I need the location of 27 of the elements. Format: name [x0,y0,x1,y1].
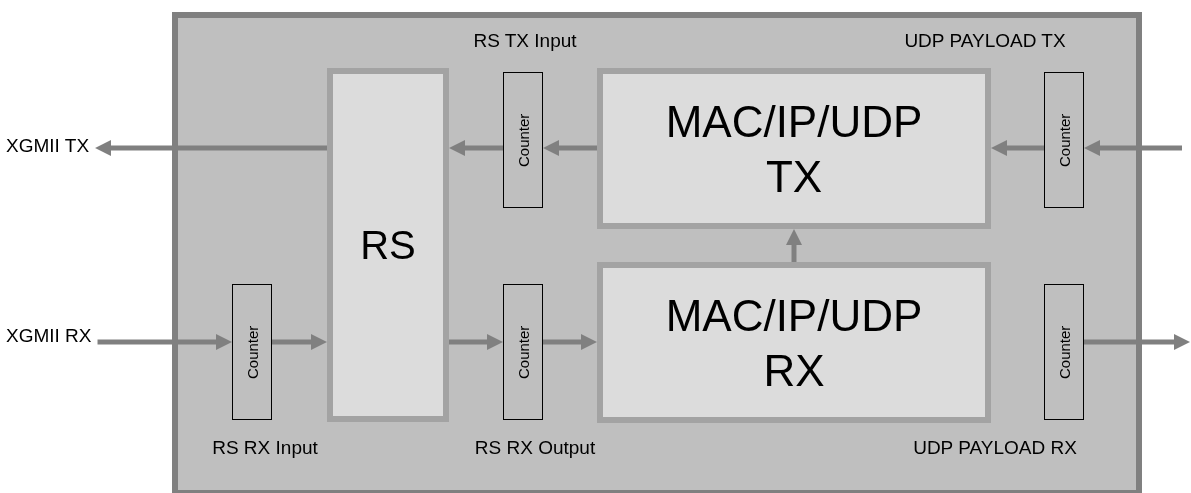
signal-label: RS TX Input [472,30,578,52]
counter-box: Counter [503,284,543,420]
counter-box: Counter [503,72,543,208]
arrow [1084,334,1190,350]
system-block [172,12,1142,493]
arrow [449,140,503,156]
counter-box: Counter [232,284,272,420]
counter-box: Counter [1044,284,1084,420]
module-box: MAC/IP/UDP TX [597,68,991,229]
arrow [449,334,503,350]
module-box: MAC/IP/UDP RX [597,262,991,423]
arrow [97,334,232,350]
signal-label: RS RX Input [211,437,319,459]
signal-label: UDP PAYLOAD TX [903,30,1067,52]
signal-label: RS RX Output [473,437,597,459]
arrow [1084,140,1182,156]
counter-box: Counter [1044,72,1084,208]
arrow [272,334,327,350]
arrow [786,229,802,262]
signal-label: UDP PAYLOAD RX [912,437,1078,459]
arrow [95,140,327,156]
arrow [991,140,1044,156]
module-box: RS [327,68,449,422]
port-label: XGMII TX [6,132,134,160]
arrow [543,334,597,350]
arrow [543,140,597,156]
port-label: XGMII RX [6,322,134,350]
